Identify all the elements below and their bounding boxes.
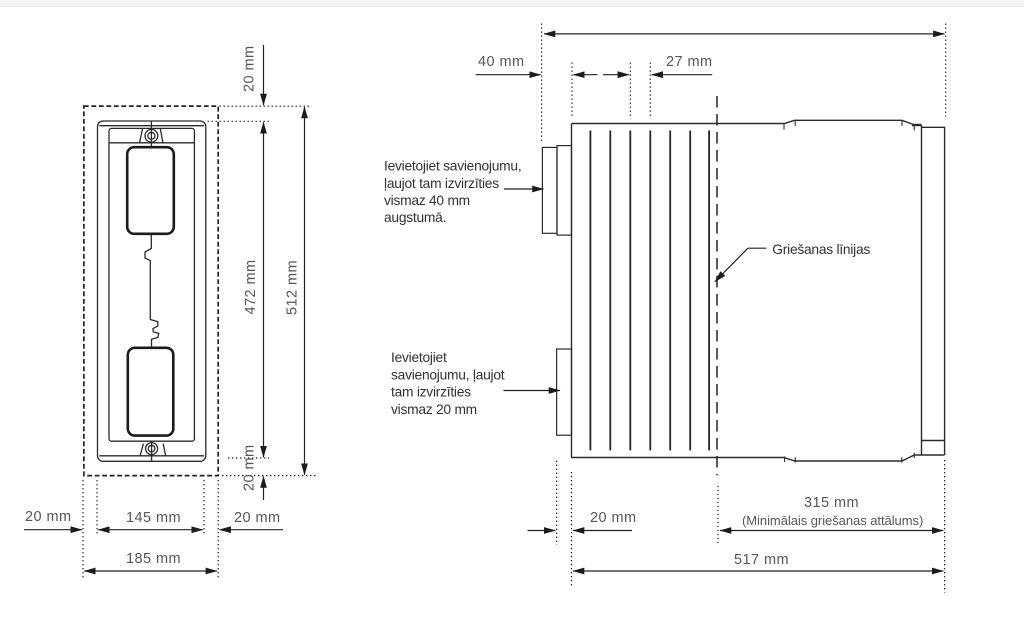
- svg-text:augstumā.: augstumā.: [384, 210, 446, 225]
- svg-text:472 mm: 472 mm: [243, 259, 259, 314]
- svg-text:40 mm: 40 mm: [478, 54, 525, 70]
- svg-text:Ievietojiet savienojumu,: Ievietojiet savienojumu,: [384, 159, 521, 174]
- svg-text:185 mm: 185 mm: [126, 551, 181, 567]
- svg-text:ļaujot tam izvirzīties: ļaujot tam izvirzīties: [384, 176, 499, 191]
- svg-text:(Minimālais griešanas attālums: (Minimālais griešanas attālums): [742, 513, 923, 528]
- svg-text:20 mm: 20 mm: [234, 510, 281, 526]
- svg-text:512 mm: 512 mm: [285, 260, 301, 315]
- svg-text:20 mm: 20 mm: [590, 510, 637, 526]
- svg-text:517 mm: 517 mm: [734, 552, 789, 568]
- svg-text:Griešanas līnijas: Griešanas līnijas: [772, 242, 870, 257]
- svg-text:tam izvirzīties: tam izvirzīties: [391, 385, 471, 400]
- svg-text:Ievietojiet: Ievietojiet: [391, 350, 447, 365]
- svg-text:vismaz 20 mm: vismaz 20 mm: [391, 402, 477, 417]
- svg-text:20 mm: 20 mm: [242, 45, 258, 92]
- svg-text:vismaz 40 mm: vismaz 40 mm: [384, 193, 470, 208]
- svg-text:20 mm: 20 mm: [25, 509, 72, 525]
- svg-text:145 mm: 145 mm: [126, 510, 181, 526]
- svg-text:20 mm: 20 mm: [242, 444, 258, 491]
- svg-text:315 mm: 315 mm: [804, 495, 859, 511]
- svg-text:27 mm: 27 mm: [666, 54, 713, 70]
- svg-text:savienojumu, ļaujot: savienojumu, ļaujot: [391, 367, 505, 382]
